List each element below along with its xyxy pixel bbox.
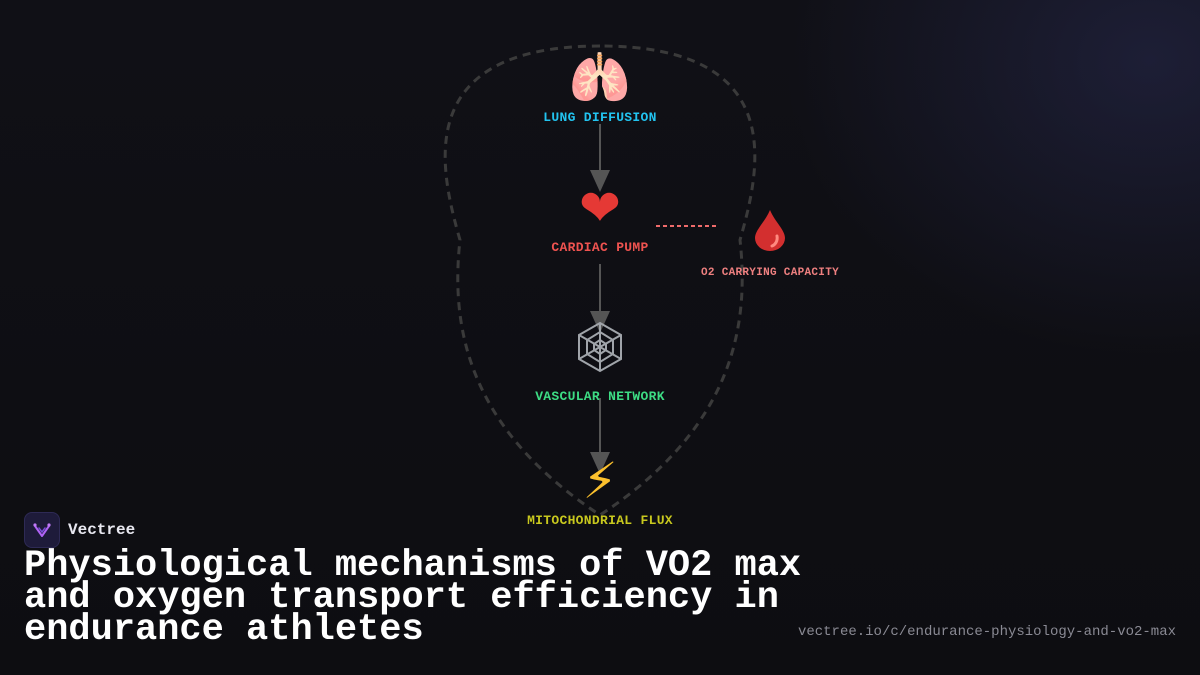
node-label: VASCULAR NETWORK bbox=[535, 389, 665, 404]
loop-boundary bbox=[443, 44, 757, 517]
arrowhead-vascular-mito bbox=[590, 452, 610, 474]
page-title: Physiological mechanisms of VO2 max and … bbox=[24, 545, 802, 651]
vectree-logo-icon bbox=[24, 512, 60, 548]
source-url[interactable]: vectree.io/c/endurance-physiology-and-vo… bbox=[797, 624, 1176, 640]
node-label: CARDIAC PUMP bbox=[551, 240, 649, 255]
node-label: O2 CARRYING CAPACITY bbox=[700, 267, 840, 279]
node-mitochondrial-flux: ⚡ MITOCHONDRIAL FLUX bbox=[500, 453, 700, 528]
node-cardiac-pump: ❤ CARDIAC PUMP bbox=[500, 180, 700, 255]
node-lung-diffusion: 🫁 LUNG DIFFUSION bbox=[500, 50, 700, 125]
blood-drop-icon bbox=[690, 208, 850, 263]
lungs-icon: 🫁 bbox=[568, 49, 632, 107]
brand-name: Vectree bbox=[68, 521, 136, 539]
node-o2-carrying-capacity: O2 CARRYING CAPACITY bbox=[690, 208, 850, 279]
node-label: MITOCHONDRIAL FLUX bbox=[527, 513, 673, 528]
lightning-bolt-icon: ⚡ bbox=[582, 452, 618, 510]
node-label: LUNG DIFFUSION bbox=[543, 110, 657, 125]
node-vascular-network: VASCULAR NETWORK bbox=[500, 320, 700, 404]
spider-web-icon bbox=[500, 320, 700, 385]
arrowhead-lung-heart bbox=[590, 170, 610, 192]
brand[interactable]: Vectree bbox=[24, 512, 135, 548]
heart-icon: ❤ bbox=[579, 179, 621, 237]
